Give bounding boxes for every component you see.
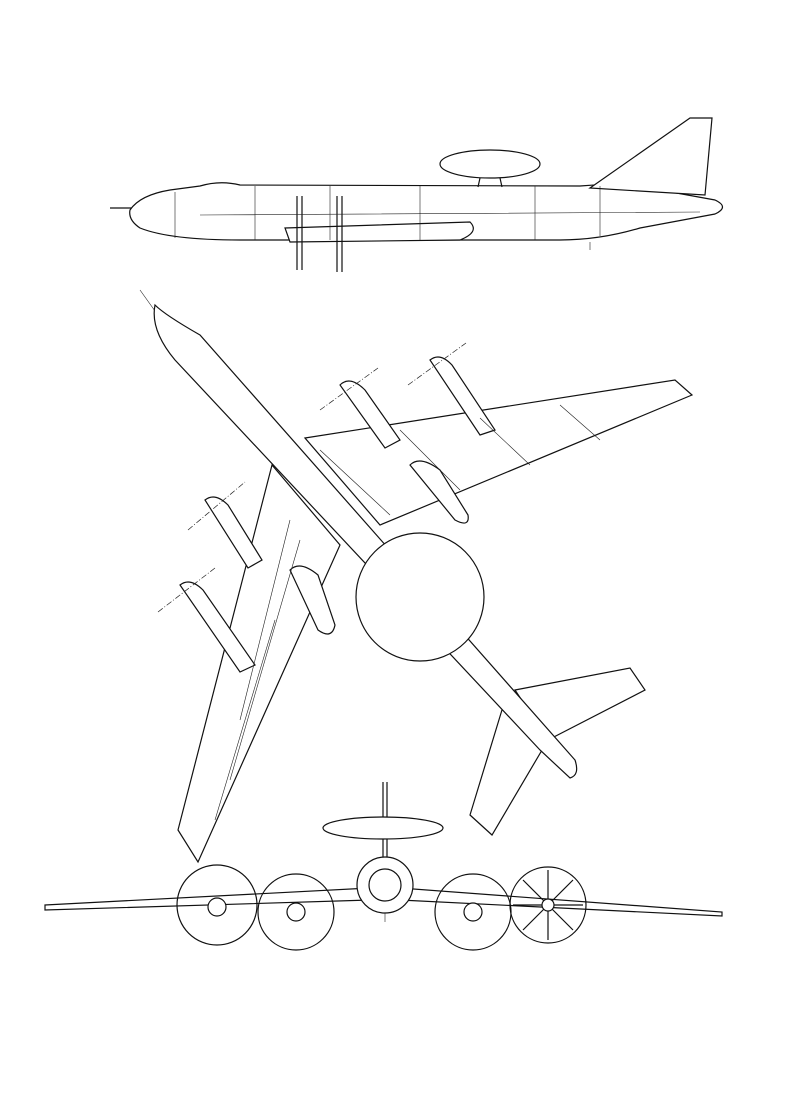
top-nacelle-2: [339, 380, 401, 449]
front-propeller-disc: [509, 866, 587, 944]
side-fuselage: [129, 182, 724, 241]
top-right-wing: [303, 379, 694, 526]
side-view: [110, 117, 724, 272]
top-view: [139, 289, 694, 864]
side-radome-pylon: [477, 177, 503, 188]
top-radome: [355, 532, 485, 662]
front-propeller-disc: [257, 873, 335, 951]
front-spinner: [463, 902, 483, 922]
top-nacelle-5: [204, 496, 263, 569]
front-nose-glazing: [368, 868, 402, 902]
top-fuselage: [153, 303, 578, 779]
front-spinner: [286, 902, 306, 922]
top-nacelle-6: [179, 581, 256, 673]
side-tail-fin: [588, 117, 713, 196]
side-propellers: [296, 196, 343, 272]
front-radome: [322, 816, 444, 840]
top-nacelle-4: [289, 565, 336, 635]
top-nacelle-1: [409, 460, 469, 524]
front-propeller-disc: [176, 864, 258, 946]
front-spinner: [207, 897, 227, 917]
front-propeller-blades: [513, 870, 583, 940]
top-nacelle-3: [429, 356, 496, 436]
side-radome: [439, 149, 541, 179]
side-engine-nacelles: [284, 221, 474, 243]
front-fuselage: [356, 856, 414, 914]
front-view: [44, 782, 723, 951]
top-left-wing: [177, 463, 341, 864]
top-propeller-lines: [157, 342, 467, 613]
